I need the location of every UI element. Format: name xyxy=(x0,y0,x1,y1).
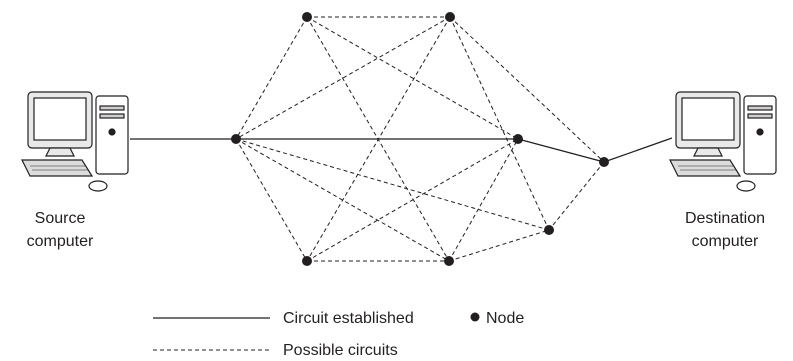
possible-circuit-link xyxy=(448,229,550,262)
destination-connection-link xyxy=(603,137,673,163)
destination-mouse xyxy=(736,180,756,192)
legend: Circuit established Node Possible circui… xyxy=(153,310,524,359)
possible-circuit-link xyxy=(235,138,450,262)
established-circuit-link xyxy=(517,138,605,163)
legend-established-label: Circuit established xyxy=(283,310,414,327)
possible-circuit-link xyxy=(306,138,519,262)
source-mouse xyxy=(88,180,108,192)
possible-circuit-link xyxy=(449,16,550,231)
network-node xyxy=(302,256,312,266)
established-circuit-links xyxy=(130,137,673,163)
legend-possible-label: Possible circuits xyxy=(283,342,398,359)
destination-label-line1: Destination xyxy=(685,210,765,227)
network-node xyxy=(445,12,455,22)
network-nodes xyxy=(231,12,609,266)
destination-label-line2: computer xyxy=(692,233,759,250)
source-keyboard xyxy=(21,159,94,177)
possible-circuit-link xyxy=(306,16,519,140)
possible-circuit-link xyxy=(235,138,550,231)
possible-circuit-link xyxy=(235,138,308,262)
source-label-line2: computer xyxy=(27,233,94,250)
possible-circuit-link xyxy=(449,16,605,163)
network-node xyxy=(544,225,554,235)
destination-keyboard xyxy=(669,159,742,177)
legend-node-icon xyxy=(470,312,480,322)
source-computer-icon xyxy=(21,91,129,192)
possible-circuit-link xyxy=(235,16,308,140)
destination-computer-icon xyxy=(669,91,777,192)
network-node xyxy=(444,256,454,266)
network-node xyxy=(513,134,523,144)
network-node xyxy=(302,12,312,22)
possible-circuit-link xyxy=(448,138,519,262)
source-label-line1: Source xyxy=(35,210,86,227)
possible-circuit-link xyxy=(235,16,451,140)
legend-node-label: Node xyxy=(486,310,524,327)
network-node xyxy=(231,134,241,144)
network-node xyxy=(599,157,609,167)
possible-circuit-link xyxy=(548,161,605,231)
